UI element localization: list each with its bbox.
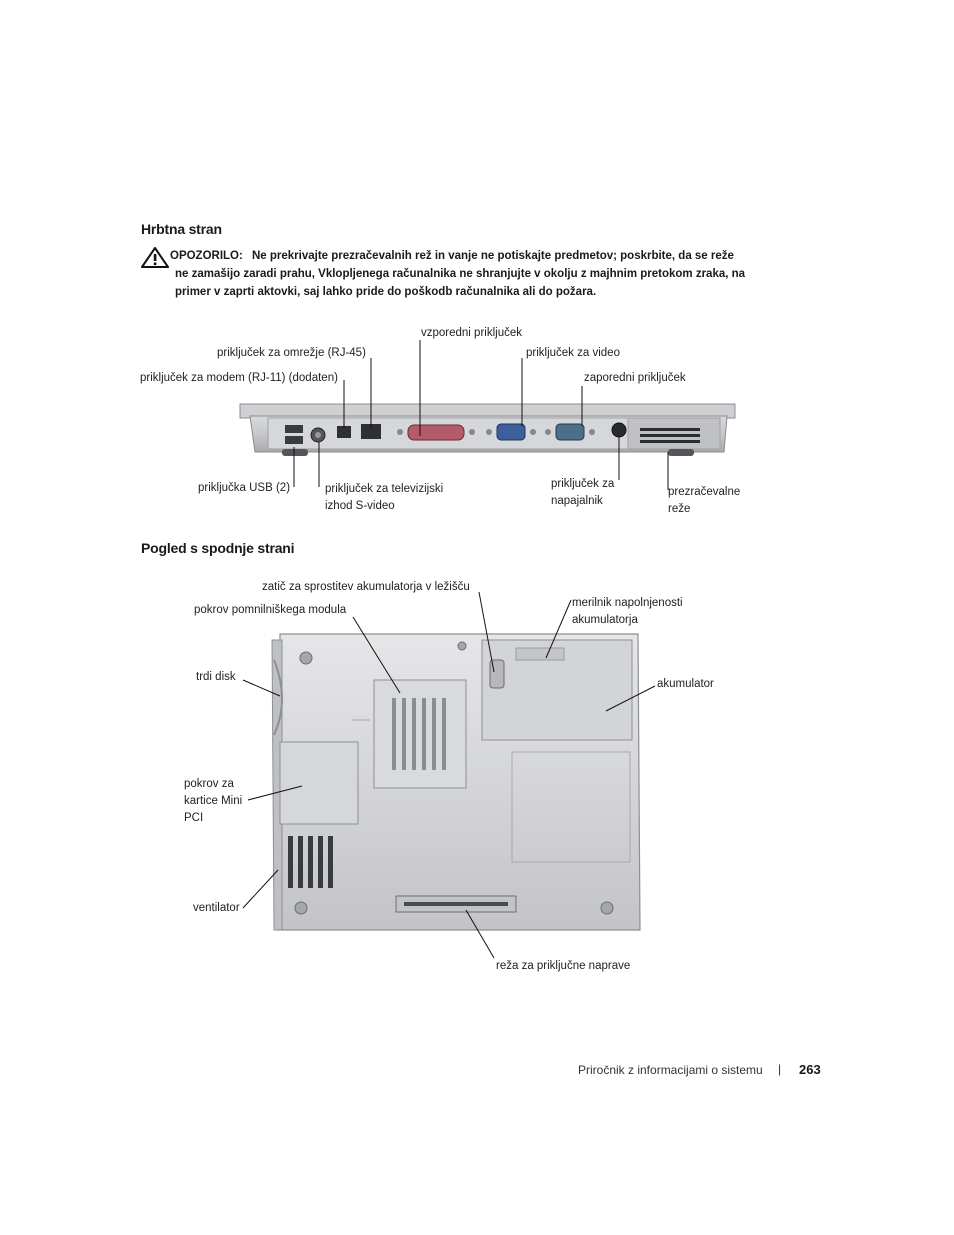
page-number: 263 <box>799 1062 821 1077</box>
warning-line-3: primer v zaprti aktovki, saj lahko pride… <box>175 286 597 298</box>
warning-line-1: Ne prekrivajte prezračevalnih rež in van… <box>252 250 734 262</box>
label-serial-connector: zaporedni priključek <box>584 372 686 384</box>
memory-cover-icon <box>373 679 467 789</box>
label-parallel-connector: vzporedni priključek <box>421 327 522 339</box>
label-fan: ventilator <box>193 902 240 914</box>
back-vents-icon <box>640 428 700 443</box>
label-usb-connectors: priključka USB (2) <box>198 482 291 494</box>
label-video-connector: priključek za video <box>526 347 620 359</box>
minipci-cover-icon <box>279 741 359 825</box>
network-port-icon <box>361 424 381 439</box>
docking-connector-icon <box>395 895 517 913</box>
serial-port-icon <box>545 423 595 441</box>
battery-icon <box>481 639 633 741</box>
video-port-icon <box>486 423 536 441</box>
section-title-back: Hrbtna stran <box>141 221 222 237</box>
parallel-port-icon <box>397 424 475 441</box>
label-battery: akumulator <box>657 678 714 690</box>
usb-port-icon <box>285 425 303 444</box>
label-modem-connector: priključek za modem (RJ-11) (dodaten) <box>140 372 338 384</box>
fan-vents-icon <box>288 836 333 888</box>
modem-port-icon <box>337 426 351 438</box>
svideo-port-icon <box>310 427 326 443</box>
label-memory-module-cover: pokrov pomnilniškega modula <box>194 604 347 616</box>
warning-label: OPOZORILO: <box>170 250 243 262</box>
label-battery-release-latch: zatič za sprostitev akumulatorja v ležiš… <box>262 581 470 593</box>
warning-triangle-icon <box>141 247 169 268</box>
label-docking-slot: reža za priključne naprave <box>496 960 631 972</box>
section-title-bottom: Pogled s spodnje strani <box>141 540 295 556</box>
footer-separator: | <box>778 1062 782 1076</box>
label-hard-drive: trdi disk <box>196 671 236 683</box>
label-network-connector: priključek za omrežje (RJ-45) <box>217 347 366 359</box>
footer-title: Priročnik z informacijami o sistemu <box>578 1063 763 1077</box>
warning-line-2: ne zamašijo zaradi prahu, Vklopljenega r… <box>175 268 746 280</box>
